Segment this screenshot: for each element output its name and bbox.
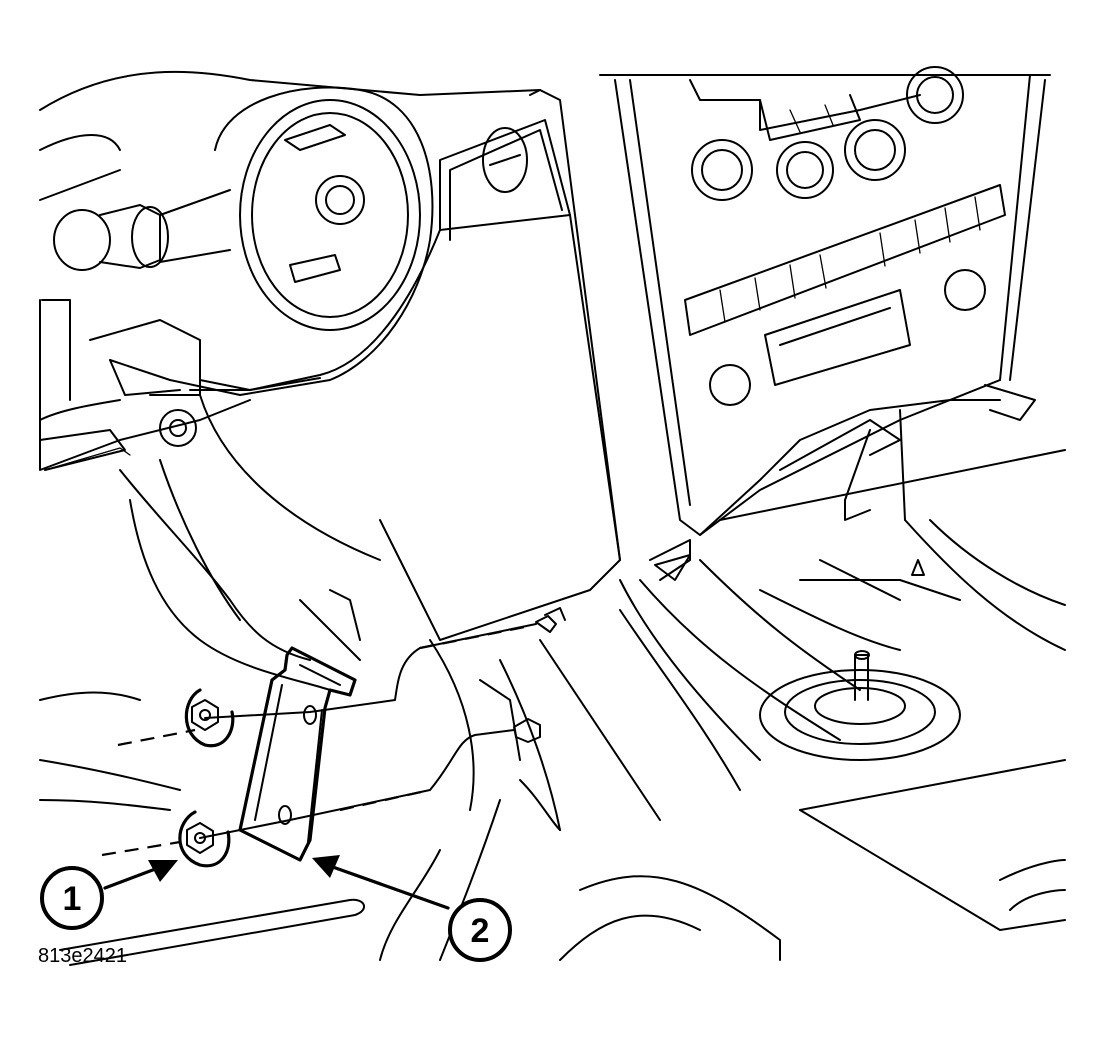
alignment-lines (101, 623, 537, 857)
knee-bolster (189, 89, 621, 641)
nut-lower (178, 810, 231, 868)
callout-2: 2 (448, 898, 512, 962)
arrow-icon (103, 860, 178, 890)
callout-1: 1 (40, 866, 104, 930)
center-stack (599, 66, 1051, 536)
stud-lower (513, 718, 541, 743)
stud-upper (535, 607, 566, 633)
arrow-icon (312, 855, 450, 910)
floor-console (379, 384, 1066, 961)
steering-column (109, 86, 434, 396)
callout-2-number: 2 (471, 912, 490, 950)
instrument-panel-left (39, 70, 541, 691)
callout-1-number: 1 (63, 880, 82, 918)
footwell (39, 639, 561, 966)
nut-upper (184, 688, 235, 748)
figure-id: 813e2421 (38, 945, 127, 967)
mounting-bracket (238, 646, 357, 862)
